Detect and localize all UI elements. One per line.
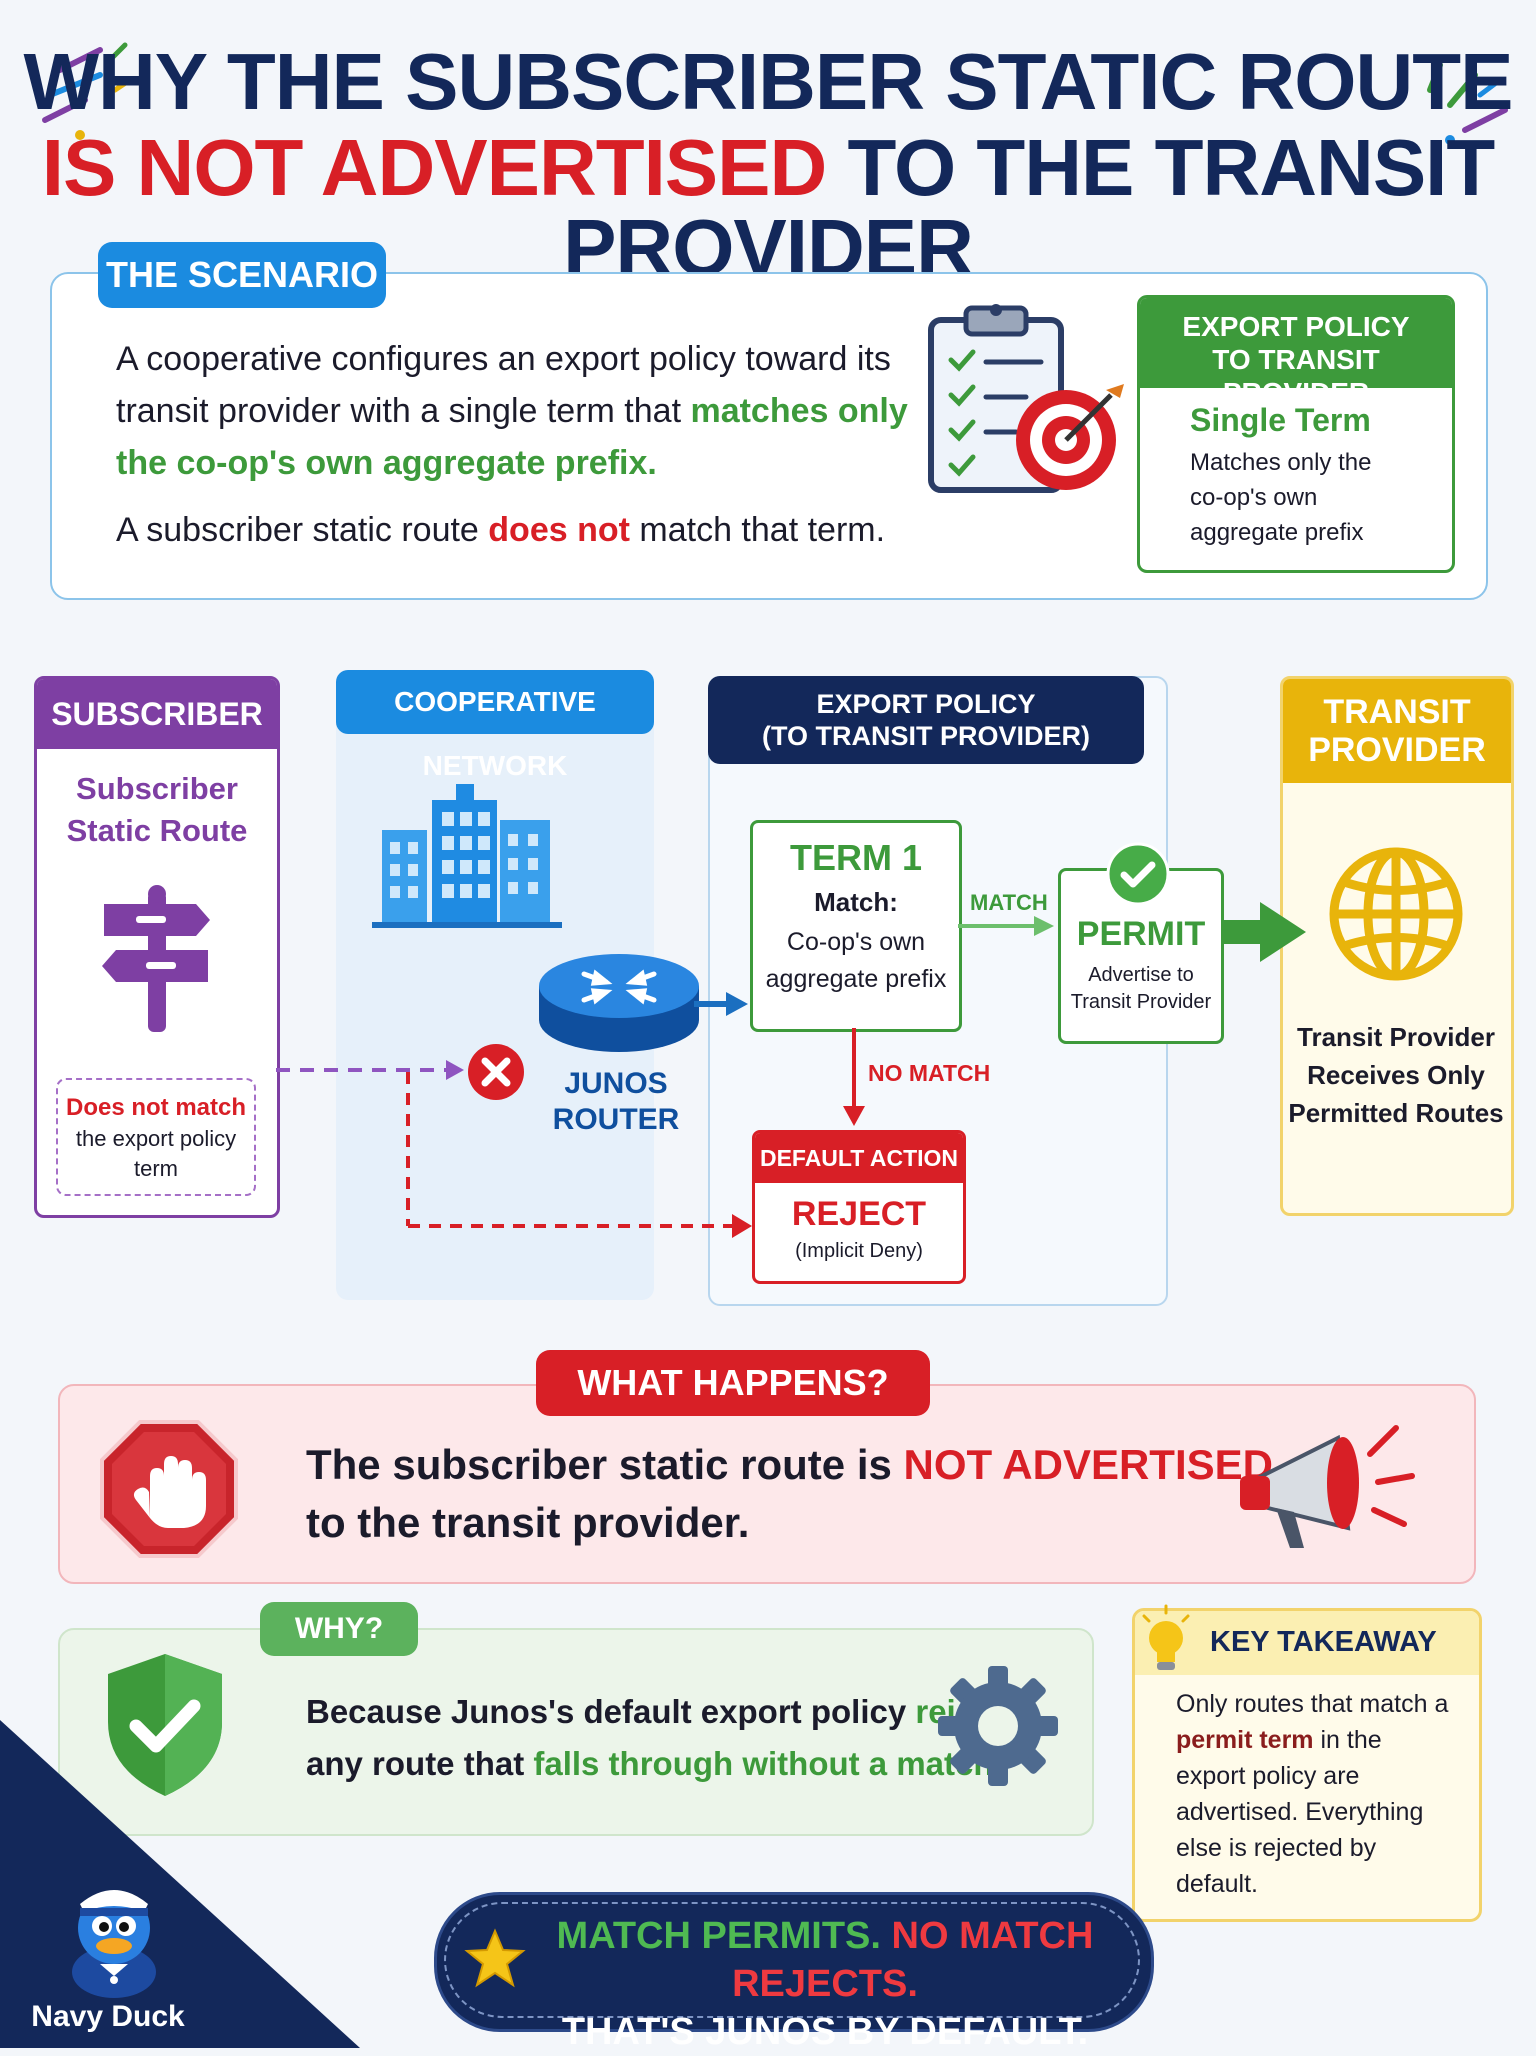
scenario-tag: THE SCENARIO — [98, 242, 386, 308]
x-circle-icon — [468, 1044, 524, 1100]
gear-icon — [938, 1666, 1058, 1786]
key-takeaway-title: KEY TAKEAWAY — [1210, 1626, 1437, 1658]
export-policy-header: EXPORT POLICY (TO TRANSIT PROVIDER) — [708, 676, 1144, 764]
router-icon — [539, 954, 699, 1052]
reject-title: REJECT — [791, 1195, 927, 1233]
export-policy-card: EXPORT POLICY TO TRANSIT PROVIDER Single… — [1137, 295, 1455, 573]
transit-provider-text: Transit Provider Receives Only Permitted… — [1288, 1022, 1504, 1128]
what-happens-text: The subscriber static route is NOT ADVER… — [306, 1441, 1273, 1546]
no-match-label: NO MATCH — [868, 1060, 991, 1086]
lightbulb-icon — [1142, 1604, 1190, 1670]
brand-label: Navy Duck — [31, 2000, 185, 2033]
why-tag: WHY? — [260, 1602, 418, 1656]
router-label: JUNOS ROUTER — [552, 1067, 680, 1136]
megaphone-icon — [1240, 1425, 1415, 1548]
why-text: Because Junos's default export policy re… — [306, 1693, 1022, 1782]
navy-duck-mascot-icon — [72, 1890, 156, 1998]
star-icon — [464, 1928, 526, 1988]
scenario-paragraph-2: A subscriber static route does not match… — [116, 511, 886, 549]
bottom-banner-text: MATCH PERMITS. NO MATCH REJECTS. THAT'S … — [556, 1915, 1094, 2053]
why-panel — [58, 1628, 1094, 1836]
card-title: Single Term — [1190, 402, 1371, 438]
page-title-line-1: WHY THE SUBSCRIBER STATIC ROUTE — [23, 37, 1513, 126]
subscriber-subtitle: Subscriber Static Route — [66, 771, 248, 848]
what-happens-panel — [58, 1384, 1476, 1584]
scenario-highlight: matches only the co-op's own aggregate p… — [116, 392, 908, 482]
confetti-left-icon — [42, 42, 133, 140]
term-1-box: TERM 1 Match: Co-op's own aggregate pref… — [750, 820, 962, 1032]
check-circle-icon — [1106, 842, 1170, 906]
bottom-banner — [434, 1892, 1154, 2032]
term-1-title: TERM 1 — [789, 837, 922, 878]
card-body: Matches only the co-op's own aggregate p… — [1190, 449, 1372, 546]
signpost-icon — [102, 885, 210, 1032]
does-not-match-note: Does not match the export policy term — [56, 1078, 256, 1196]
scenario-paragraph-1: A cooperative configures an export polic… — [116, 340, 908, 482]
what-happens-tag: WHAT HAPPENS? — [536, 1350, 930, 1416]
key-takeaway-card — [1132, 1608, 1482, 1922]
subscriber-header: SUBSCRIBER — [37, 679, 277, 749]
match-label: MATCH — [970, 890, 1048, 915]
default-action-box: DEFAULT ACTION REJECT (Implicit Deny) — [752, 1130, 966, 1284]
cooperative-network-header: COOPERATIVE NETWORK — [336, 670, 654, 781]
buildings-icon — [372, 784, 562, 928]
flow-connectors — [276, 902, 1306, 1238]
stop-hand-icon — [100, 1420, 238, 1558]
key-takeaway-text: Only routes that match a permit term in … — [1176, 1690, 1449, 1898]
default-action-header: DEFAULT ACTION — [755, 1133, 963, 1183]
shield-check-icon — [108, 1654, 222, 1796]
clipboard-target-icon — [928, 304, 1124, 493]
transit-provider-header: TRANSIT PROVIDER — [1283, 679, 1511, 783]
globe-icon — [1329, 847, 1463, 981]
confetti-right-icon — [1427, 62, 1508, 145]
bottom-banner-dashed-border — [444, 1902, 1140, 2018]
title-highlight: IS NOT ADVERTISED — [41, 123, 828, 212]
key-takeaway-header — [1135, 1611, 1479, 1675]
permit-title: PERMIT — [1076, 915, 1206, 953]
export-policy-card-header: EXPORT POLICY TO TRANSIT PROVIDER — [1140, 298, 1452, 408]
